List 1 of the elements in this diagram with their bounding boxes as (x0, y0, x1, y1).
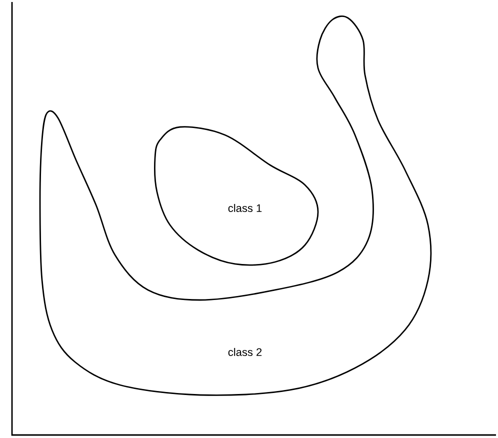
class-region: class 1 (154, 126, 319, 266)
